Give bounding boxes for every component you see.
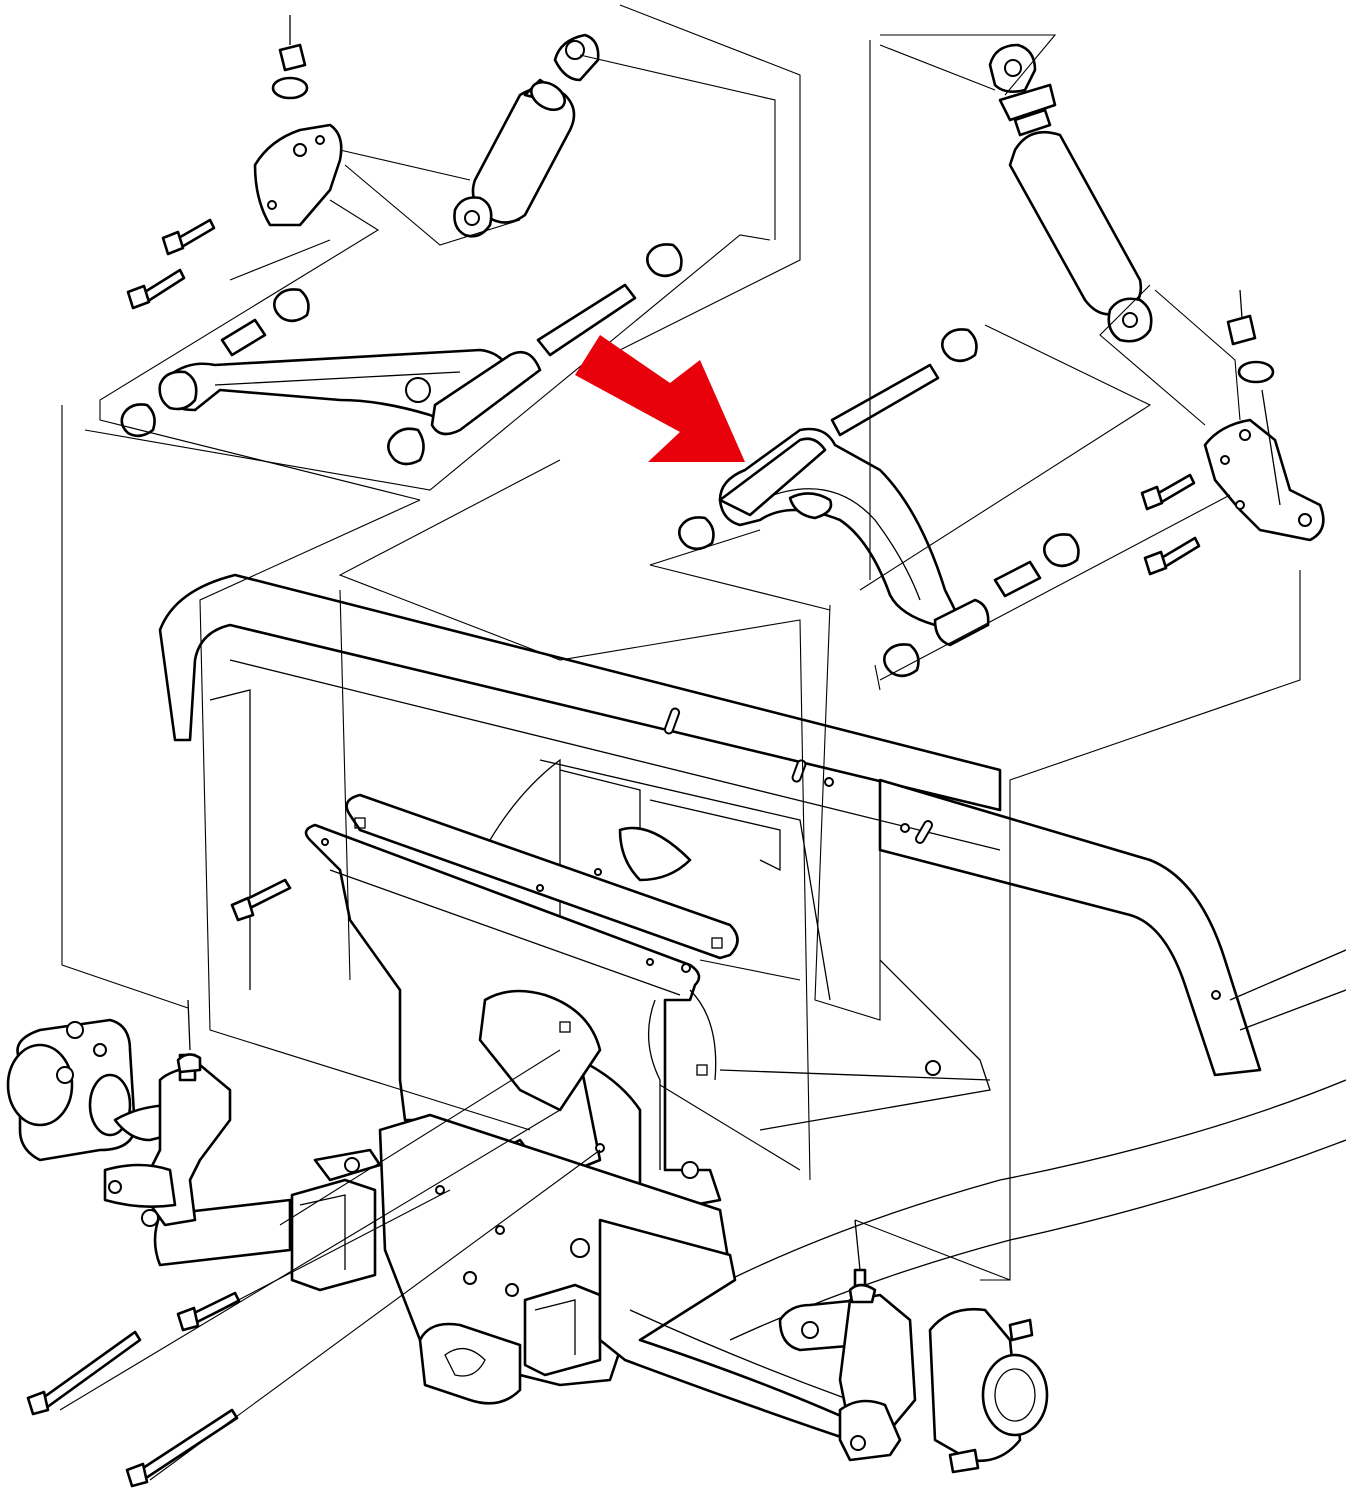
left-shock-mount-bracket	[126, 15, 343, 310]
arrow-icon	[575, 335, 745, 462]
left-shock-absorber	[453, 33, 600, 238]
chassis-frame	[158, 573, 1346, 1341]
right-shock-absorber	[988, 43, 1153, 343]
center-axle-block	[290, 1113, 732, 1405]
right-upper-control-arm	[678, 328, 1080, 678]
left-spindle-hub	[6, 999, 232, 1227]
right-spindle-hub	[778, 1219, 1049, 1474]
lower-mounting-bolts	[26, 1291, 241, 1488]
left-upper-control-arm	[120, 243, 683, 466]
front-crossmember-plate	[230, 793, 739, 1217]
assembly-guide-lines	[59, 4, 1301, 1481]
right-shock-mount-bracket	[1140, 289, 1325, 576]
